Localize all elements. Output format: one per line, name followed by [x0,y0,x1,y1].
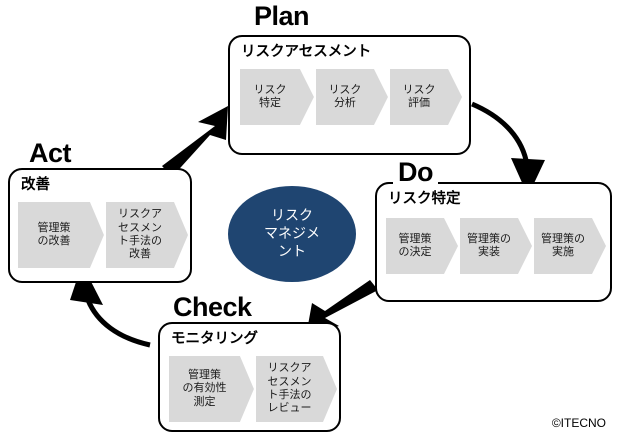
step-text-line: 分析 [333,97,356,109]
phase-heading-plan: リスクアセスメント [241,44,372,60]
phase-box-check[interactable]: モニタリング 管理策 の有効性 測定 リスクア セスメン ト手法の レビュー [158,322,341,432]
phase-title-plan: Plan [249,3,315,30]
step-text-line: 管理策 [398,232,432,245]
step-check-1[interactable]: 管理策 の有効性 測定 [169,356,254,422]
step-text-line: セスメン [117,221,162,234]
step-row-plan: リスク 特定 リスク 分析 リスク 評価 [240,69,462,125]
step-do-2[interactable]: 管理策の 実装 [460,218,532,274]
step-do-1[interactable]: 管理策 の決定 [386,218,458,274]
step-text-line: ト手法の [117,235,162,247]
step-plan-1[interactable]: リスク 特定 [240,69,314,125]
step-text-line: リスクア [117,208,162,221]
step-act-2[interactable]: リスクア セスメン ト手法の 改善 [106,202,188,268]
step-plan-3[interactable]: リスク 評価 [390,69,462,125]
step-text-line: 評価 [407,97,430,109]
phase-title-do: Do [393,159,438,186]
arrow-plan-to-do [471,101,545,196]
phase-box-act[interactable]: 改善 管理策 の改善 リスクア セスメン ト手法の 改善 [8,168,192,283]
center-label-line1: リスク [271,207,313,224]
step-row-do: 管理策 の決定 管理策の 実装 管理策の 実施 [386,218,606,274]
phase-heading-do: リスク特定 [388,191,461,207]
step-text-line: ト手法の [267,389,312,401]
step-text-line: 測定 [193,395,216,408]
step-text-line: リスク [253,83,287,96]
step-row-check: 管理策 の有効性 測定 リスクア セスメン ト手法の レビュー [169,356,337,422]
step-text-line: 管理策 [187,368,221,381]
step-text-line: 改善 [128,248,151,261]
step-text-line: 管理策の [541,232,585,245]
step-text-line: 管理策 [37,221,71,234]
step-text-line: リスク [402,83,436,96]
step-plan-2[interactable]: リスク 分析 [316,69,388,125]
center-ellipse-risk-management: リスク マネジメ ント [228,186,356,282]
phase-title-act: Act [24,140,77,167]
step-text-line: リスクア [267,362,312,375]
phase-box-plan[interactable]: リスクアセスメント リスク 特定 リスク 分析 リスク 評価 [228,35,471,155]
step-text-line: の決定 [398,246,432,258]
center-label-line2: マネジメ [264,225,320,242]
step-do-3[interactable]: 管理策の 実施 [534,218,606,274]
step-text-line: 実施 [552,246,574,258]
phase-title-check: Check [168,294,257,321]
step-text-line: の改善 [37,235,71,247]
step-text-line: の有効性 [182,382,227,395]
step-text-line: レビュー [267,402,312,415]
step-check-2[interactable]: リスクア セスメン ト手法の レビュー [256,356,337,422]
step-text-line: リスク [328,83,362,96]
step-text-line: セスメン [267,375,312,388]
step-text-line: 特定 [258,97,281,109]
step-text-line: 実装 [478,246,500,258]
step-act-1[interactable]: 管理策 の改善 [18,202,104,268]
phase-heading-act: 改善 [21,177,50,193]
phase-box-do[interactable]: リスク特定 管理策 の決定 管理策の 実装 管理策の 実施 [375,182,612,302]
phase-heading-check: モニタリング [171,331,258,347]
center-label-line3: ント [278,242,306,259]
arrow-check-to-act [70,264,151,348]
arrow-act-to-plan [162,106,228,177]
copyright-credit: ©ITECNO [551,416,606,430]
step-row-act: 管理策 の改善 リスクア セスメン ト手法の 改善 [18,202,188,268]
step-text-line: 管理策の [467,232,511,245]
